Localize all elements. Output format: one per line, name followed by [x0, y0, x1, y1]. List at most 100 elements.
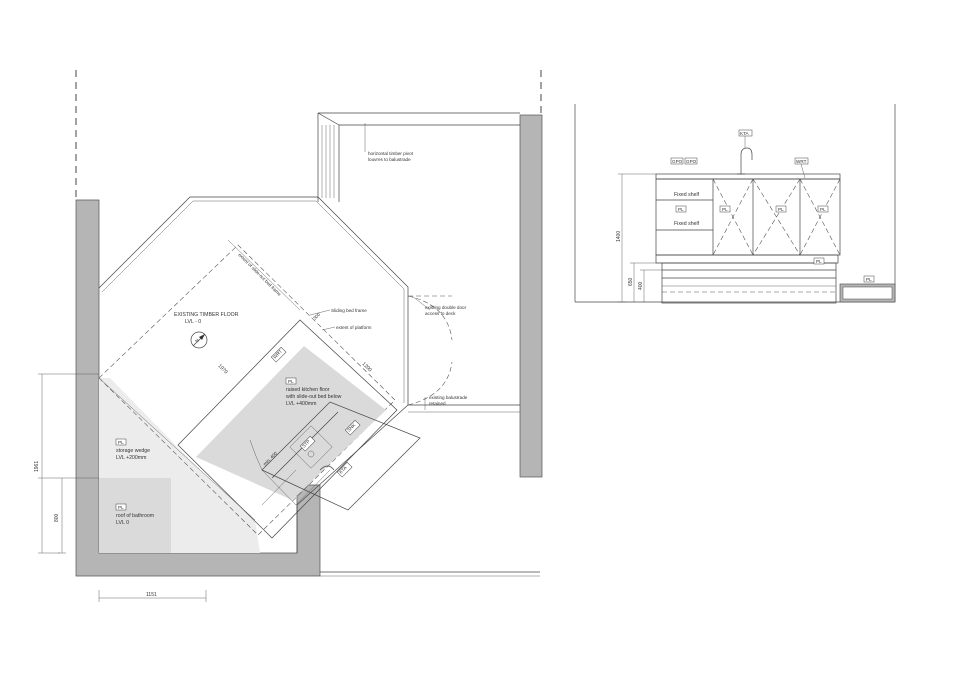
bed-frame-leader — [309, 309, 331, 316]
elevation-dimensions: 1400 650 400 — [616, 173, 662, 303]
cupboard-cross — [261, 469, 331, 506]
kitchen-floor-label-2: with slide-out bed below — [286, 394, 342, 400]
kta-tag-elev — [738, 129, 753, 137]
kta-label-plan: KTA — [338, 464, 348, 474]
kitchen-tap — [740, 147, 753, 174]
floor-plan: horizontal timber pivot louvres to balus… — [34, 70, 543, 602]
bench-swing — [249, 439, 263, 471]
sink-drain — [307, 450, 315, 458]
wrt-tag-plan — [270, 346, 287, 363]
balustrade-label-1: existing balustrade — [429, 395, 468, 400]
bath-label-2: LVL 0 — [116, 520, 129, 526]
dim-800: 800 — [54, 513, 60, 522]
dim-1961: 1961 — [34, 461, 40, 472]
pl-storage-text: PL — [118, 440, 124, 445]
pl-tag-bath — [115, 503, 127, 511]
stp-tag — [299, 435, 316, 452]
dim-400: 400 — [638, 281, 644, 290]
raised-kitchen-floor — [196, 346, 386, 500]
bottom-dimension: 1151 — [98, 590, 207, 602]
louvre-slats — [321, 125, 335, 198]
compass-n: N — [194, 338, 200, 344]
slide-out-bed-extent — [98, 244, 396, 536]
existing-floor-label: EXISTING TIMBER FLOOR — [174, 312, 239, 318]
pl-tag-e5 — [813, 257, 825, 265]
wrt-tag-elev — [794, 157, 809, 165]
pl-tag-e6 — [863, 275, 875, 283]
dim-1970: 1970 — [217, 363, 229, 375]
pl-e5: PL — [816, 259, 822, 264]
pl-e2: PL — [722, 207, 728, 212]
dim-300: 300 — [312, 311, 321, 320]
snk-label: SNK — [346, 422, 357, 433]
door-x-1 — [712, 178, 754, 256]
fixed-shelf-label-1: Fixed shelf — [674, 192, 700, 198]
pl-e1: PL — [678, 207, 684, 212]
louvre-label-2: louvres to balustrade — [368, 157, 411, 162]
slide-out-label: extent of slide-out bed frame — [237, 252, 282, 297]
door-label-2: access to deck — [425, 311, 456, 316]
kta-elev: KTA — [740, 131, 750, 136]
louvre-label-1: horizontal timber pivot — [368, 151, 414, 156]
existing-floor-level: LVL - 0 — [185, 319, 201, 325]
pl-e6: PL — [866, 277, 872, 282]
wrt-label-plan: WRT — [272, 349, 283, 360]
door-swing-1 — [407, 295, 453, 341]
platform-label: extent of platform — [336, 325, 372, 330]
platform-leader — [321, 326, 336, 331]
bathroom-roof-area — [99, 478, 171, 553]
wrt-elev: WRT — [796, 159, 807, 164]
gpo-2: GPO — [686, 159, 697, 164]
room-outline-inner — [101, 200, 405, 403]
pl-bath-text: PL — [118, 505, 124, 510]
kitchen-floor-label-1: raised kitchen floor — [286, 387, 330, 393]
pl-e3: PL — [778, 207, 784, 212]
dim-1200: 1200 — [361, 361, 373, 373]
door-x-2 — [752, 178, 801, 256]
pl-tag-kitchen — [285, 377, 297, 385]
pl-e4: PL — [820, 207, 826, 212]
dim-650: 650 — [628, 277, 634, 286]
room-outline — [98, 196, 409, 553]
door-label-1: existing double door — [425, 305, 467, 310]
door-leader — [411, 295, 431, 311]
bench-top — [655, 173, 841, 180]
platform-outline — [177, 319, 398, 539]
kta-tag-plan — [336, 461, 353, 478]
snk-tag — [344, 419, 361, 436]
bath-label-1: roof of bathroom — [116, 513, 154, 519]
platform-edge — [655, 254, 839, 264]
storage-label-1: storage wedge — [116, 448, 150, 454]
storage-label-2: LVL +200mm — [116, 455, 146, 461]
slide-out-extent-line — [227, 239, 301, 311]
tap — [319, 465, 335, 471]
stp-label: STP — [301, 439, 311, 449]
louvre-balustrade — [317, 112, 520, 202]
door-swing-2 — [407, 361, 453, 406]
kitchen-elevation: Fixed shelf Fixed shelf PL PL PL PL GPO … — [574, 104, 896, 304]
pl-tag-e1 — [675, 205, 687, 213]
sink — [289, 425, 333, 469]
fixed-shelf-label-2: Fixed shelf — [674, 221, 700, 227]
wedge-diagonal — [98, 377, 256, 521]
pl-tag-storage — [115, 438, 127, 446]
dim-1400: 1400 — [616, 231, 622, 242]
slide-out-bed — [661, 262, 837, 304]
gpo-tag-1 — [670, 157, 684, 165]
pl-tag-e2 — [719, 205, 731, 213]
kitchen-bench — [261, 401, 421, 511]
upper-cabinet — [655, 178, 841, 256]
north-compass: N — [190, 331, 208, 349]
pl-kitchen-text: PL — [288, 379, 294, 384]
balustrade-label-2: retained — [429, 401, 446, 406]
gpo-1: GPO — [672, 159, 683, 164]
gpo-tag-2 — [684, 157, 698, 165]
bed-frame-label: Sliding bed frame — [331, 308, 367, 313]
door-x-3 — [799, 178, 841, 256]
wrt-leader — [800, 163, 806, 179]
pl-tag-e3 — [775, 205, 787, 213]
left-dimensions: 1961 800 — [34, 373, 99, 554]
kitchen-floor-label-3: LVL +400mm — [286, 401, 316, 407]
pl-tag-e4 — [817, 205, 829, 213]
